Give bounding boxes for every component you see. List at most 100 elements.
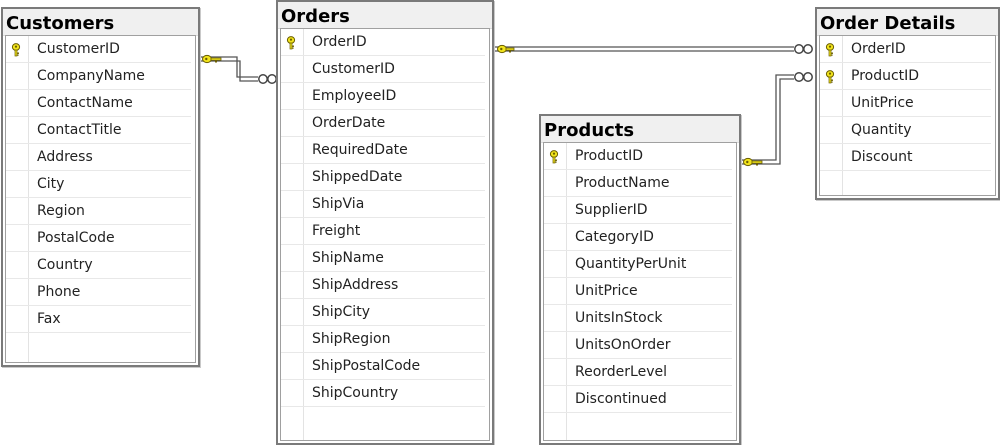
column-name: Discontinued	[575, 391, 667, 407]
column-name: OrderID	[312, 34, 367, 50]
column-row[interactable]: UnitPrice	[820, 90, 991, 117]
column-row[interactable]: Quantity	[820, 117, 991, 144]
column-name: RequiredDate	[312, 142, 408, 158]
column-name: ShippedDate	[312, 169, 403, 185]
column-name: ShipPostalCode	[312, 358, 421, 374]
column-name: ShipAddress	[312, 277, 399, 293]
column-row[interactable]: OrderID	[281, 29, 485, 56]
column-name: CompanyName	[37, 68, 145, 84]
column-name: ReorderLevel	[575, 364, 667, 380]
column-row[interactable]: UnitsInStock	[544, 305, 732, 332]
column-name: Quantity	[851, 122, 912, 138]
table-title[interactable]: Products	[541, 116, 739, 143]
column-name: ShipCountry	[312, 385, 399, 401]
key-icon	[497, 44, 515, 54]
column-row[interactable]: Country	[6, 252, 191, 279]
column-row[interactable]: CustomerID	[281, 56, 485, 83]
column-name: UnitPrice	[851, 95, 914, 111]
column-name: Phone	[37, 284, 81, 300]
relationship-customers-orders[interactable]	[200, 54, 277, 84]
column-name: Discount	[851, 149, 913, 165]
key-icon	[202, 54, 222, 64]
column-row[interactable]: ShipRegion	[281, 326, 485, 353]
column-row[interactable]: OrderDate	[281, 110, 485, 137]
primary-key-icon	[549, 150, 559, 164]
infinity-icon	[794, 72, 813, 82]
column-row[interactable]: OrderID	[820, 36, 991, 63]
column-name: OrderDate	[312, 115, 386, 131]
column-name: CategoryID	[575, 229, 654, 245]
column-row[interactable]: ShipVia	[281, 191, 485, 218]
column-row[interactable]: ContactName	[6, 90, 191, 117]
column-row[interactable]: CategoryID	[544, 224, 732, 251]
column-name: PostalCode	[37, 230, 115, 246]
column-row[interactable]: SupplierID	[544, 197, 732, 224]
column-row[interactable]: ProductID	[820, 63, 991, 90]
column-row[interactable]: UnitPrice	[544, 278, 732, 305]
primary-key-icon	[825, 43, 835, 57]
primary-key-icon	[825, 70, 835, 84]
column-row[interactable]: ShipCity	[281, 299, 485, 326]
column-name: EmployeeID	[312, 88, 397, 104]
column-row[interactable]: Phone	[6, 279, 191, 306]
relationship-orders-order-details[interactable]	[494, 44, 813, 54]
column-row[interactable]: ProductID	[544, 143, 732, 170]
column-row[interactable]: PostalCode	[6, 225, 191, 252]
column-row[interactable]: CustomerID	[6, 36, 191, 63]
column-name: QuantityPerUnit	[575, 256, 687, 272]
column-name: ContactName	[37, 95, 133, 111]
column-row[interactable]: ShipName	[281, 245, 485, 272]
column-row[interactable]: ShippedDate	[281, 164, 485, 191]
table-title[interactable]: Order Details	[817, 9, 998, 36]
relationship-products-order-details[interactable]	[740, 72, 813, 167]
column-row[interactable]: ShipAddress	[281, 272, 485, 299]
column-row[interactable]: EmployeeID	[281, 83, 485, 110]
column-name: City	[37, 176, 65, 192]
infinity-icon	[258, 74, 277, 84]
primary-key-icon	[11, 43, 21, 57]
table-title[interactable]: Customers	[3, 9, 198, 36]
column-name: CustomerID	[312, 61, 395, 77]
column-row[interactable]: Region	[6, 198, 191, 225]
column-row[interactable]: RequiredDate	[281, 137, 485, 164]
column-row[interactable]: UnitsOnOrder	[544, 332, 732, 359]
column-name: Fax	[37, 311, 61, 327]
column-row[interactable]: City	[6, 171, 191, 198]
infinity-icon	[794, 44, 813, 54]
column-row[interactable]: ReorderLevel	[544, 359, 732, 386]
table-title[interactable]: Orders	[278, 2, 492, 29]
column-row[interactable]: Freight	[281, 218, 485, 245]
column-row[interactable]: QuantityPerUnit	[544, 251, 732, 278]
column-row[interactable]: ProductName	[544, 170, 732, 197]
primary-key-icon	[286, 36, 296, 50]
column-name: ProductID	[575, 148, 644, 164]
orders-table[interactable]: Orders OrderID CustomerID EmployeeID OrderD…	[276, 0, 494, 445]
key-icon	[743, 157, 763, 167]
column-name: ProductName	[575, 175, 670, 191]
column-name: Freight	[312, 223, 361, 239]
column-row[interactable]: CompanyName	[6, 63, 191, 90]
column-name: ContactTitle	[37, 122, 122, 138]
column-name: Address	[37, 149, 93, 165]
column-row[interactable]: ShipPostalCode	[281, 353, 485, 380]
column-name: ShipRegion	[312, 331, 391, 347]
column-row[interactable]: ShipCountry	[281, 380, 485, 407]
column-row[interactable]: Discount	[820, 144, 991, 171]
column-name: ProductID	[851, 68, 920, 84]
column-name: OrderID	[851, 41, 906, 57]
column-row[interactable]: Discontinued	[544, 386, 732, 413]
column-row[interactable]: Fax	[6, 306, 191, 333]
column-name: ShipName	[312, 250, 384, 266]
column-name: Country	[37, 257, 93, 273]
column-name: ShipVia	[312, 196, 365, 212]
column-name: UnitPrice	[575, 283, 638, 299]
column-row[interactable]: ContactTitle	[6, 117, 191, 144]
column-row[interactable]: Address	[6, 144, 191, 171]
